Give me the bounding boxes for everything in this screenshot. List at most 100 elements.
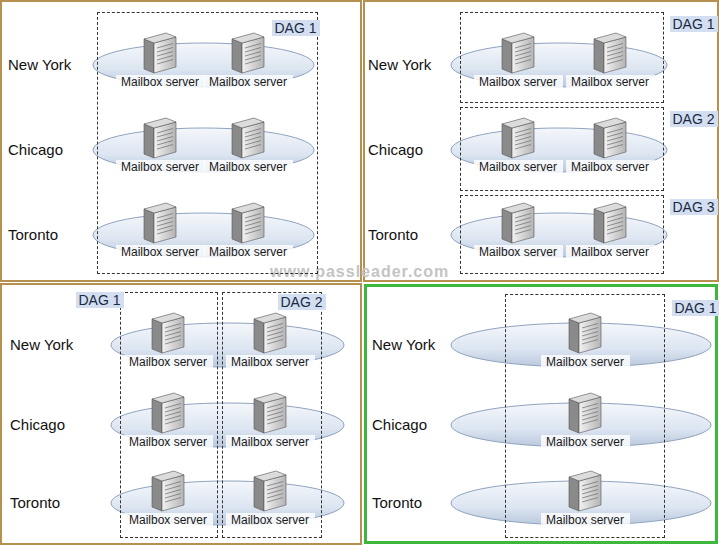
- mailbox-server: Mailbox server: [204, 116, 293, 174]
- dag-group: DAG 1: [460, 12, 664, 103]
- mailbox-server: Mailbox server: [124, 311, 213, 369]
- server-icon: [565, 469, 605, 513]
- server-icon: [590, 201, 630, 245]
- site-label: Chicago: [372, 416, 427, 434]
- site-band: New YorkMailbox server Mailbox server: [10, 317, 345, 373]
- watermark: www.passleader.com: [270, 263, 449, 281]
- site-label: New York: [10, 336, 73, 354]
- site-band: ChicagoMailbox server: [372, 397, 712, 453]
- site-label: Chicago: [368, 141, 423, 159]
- dag-label: DAG 1: [272, 20, 320, 36]
- mailbox-server: Mailbox server: [474, 31, 563, 89]
- dag-group: DAG 2: [222, 292, 322, 538]
- server-icon: [590, 31, 630, 75]
- server-icon: [228, 31, 268, 75]
- site-band: ChicagoMailbox server Mailbox server: [10, 397, 345, 453]
- dag-label: DAG 1: [672, 300, 719, 316]
- server-icon: [250, 391, 290, 435]
- server-label: Mailbox server: [204, 75, 293, 89]
- mailbox-server: Mailbox server: [124, 391, 213, 449]
- mailbox-server: Mailbox server: [566, 201, 655, 259]
- mailbox-server: Mailbox server: [541, 311, 630, 369]
- server-label: Mailbox server: [124, 513, 213, 527]
- server-label: Mailbox server: [474, 75, 563, 89]
- site-band: New YorkMailbox server: [372, 317, 712, 373]
- server-icon: [228, 116, 268, 160]
- server-label: Mailbox server: [226, 513, 315, 527]
- mailbox-server: Mailbox server: [204, 201, 293, 259]
- dag-label: DAG 2: [670, 111, 718, 127]
- dag-group: DAG 1: [505, 294, 665, 538]
- dag-label: DAG 3: [670, 199, 718, 215]
- dag-group: DAG 1: [120, 292, 218, 538]
- server-icon: [140, 201, 180, 245]
- server-label: Mailbox server: [204, 245, 293, 259]
- server-label: Mailbox server: [566, 245, 655, 259]
- server-label: Mailbox server: [226, 435, 315, 449]
- server-label: Mailbox server: [116, 245, 205, 259]
- server-icon: [140, 31, 180, 75]
- dag-group: DAG 2: [460, 107, 664, 191]
- mailbox-server: Mailbox server: [541, 391, 630, 449]
- server-label: Mailbox server: [124, 355, 213, 369]
- server-icon: [140, 116, 180, 160]
- site-label: New York: [8, 56, 71, 74]
- mailbox-server: Mailbox server: [566, 31, 655, 89]
- server-icon: [228, 201, 268, 245]
- server-icon: [565, 391, 605, 435]
- mailbox-server: Mailbox server: [474, 116, 563, 174]
- mailbox-server: Mailbox server: [116, 201, 205, 259]
- site-label: Toronto: [368, 226, 418, 244]
- site-label: Toronto: [8, 226, 58, 244]
- dag-label: DAG 2: [278, 294, 326, 310]
- server-icon: [498, 31, 538, 75]
- server-icon: [250, 469, 290, 513]
- site-band: TorontoMailbox server Mailbox server: [10, 475, 345, 531]
- server-label: Mailbox server: [566, 75, 655, 89]
- dag-label: DAG 1: [76, 292, 124, 308]
- site-band: ChicagoMailbox serverMailbox server: [368, 122, 668, 178]
- mailbox-server: Mailbox server: [541, 469, 630, 527]
- site-label: Chicago: [8, 141, 63, 159]
- server-label: Mailbox server: [124, 435, 213, 449]
- server-label: Mailbox server: [226, 355, 315, 369]
- mailbox-server: Mailbox server: [116, 116, 205, 174]
- site-band: New YorkMailbox serverMailbox server: [8, 37, 315, 93]
- server-label: Mailbox server: [541, 513, 630, 527]
- mailbox-server: Mailbox server: [474, 201, 563, 259]
- mailbox-server: Mailbox server: [566, 116, 655, 174]
- server-label: Mailbox server: [541, 355, 630, 369]
- server-icon: [498, 201, 538, 245]
- mailbox-server: Mailbox server: [204, 31, 293, 89]
- server-label: Mailbox server: [474, 245, 563, 259]
- server-icon: [148, 311, 188, 355]
- mailbox-server: Mailbox server: [226, 311, 315, 369]
- server-label: Mailbox server: [116, 160, 205, 174]
- site-label: New York: [372, 336, 435, 354]
- site-band: TorontoMailbox serverMailbox server: [368, 207, 668, 263]
- server-icon: [148, 469, 188, 513]
- server-label: Mailbox server: [566, 160, 655, 174]
- site-band: ChicagoMailbox serverMailbox server: [8, 122, 315, 178]
- site-band: New YorkMailbox serverMailbox server: [368, 37, 668, 93]
- site-band: TorontoMailbox server: [372, 475, 712, 531]
- server-icon: [565, 311, 605, 355]
- server-label: Mailbox server: [541, 435, 630, 449]
- site-label: New York: [368, 56, 431, 74]
- site-label: Toronto: [10, 494, 60, 512]
- mailbox-server: Mailbox server: [116, 31, 205, 89]
- site-band: TorontoMailbox serverMailbox server: [8, 207, 315, 263]
- server-label: Mailbox server: [204, 160, 293, 174]
- server-icon: [498, 116, 538, 160]
- server-icon: [590, 116, 630, 160]
- site-label: Chicago: [10, 416, 65, 434]
- mailbox-server: Mailbox server: [124, 469, 213, 527]
- mailbox-server: Mailbox server: [226, 391, 315, 449]
- server-icon: [250, 311, 290, 355]
- server-label: Mailbox server: [116, 75, 205, 89]
- server-icon: [148, 391, 188, 435]
- site-label: Toronto: [372, 494, 422, 512]
- dag-label: DAG 1: [670, 16, 718, 32]
- dag-group: DAG 1: [97, 12, 318, 274]
